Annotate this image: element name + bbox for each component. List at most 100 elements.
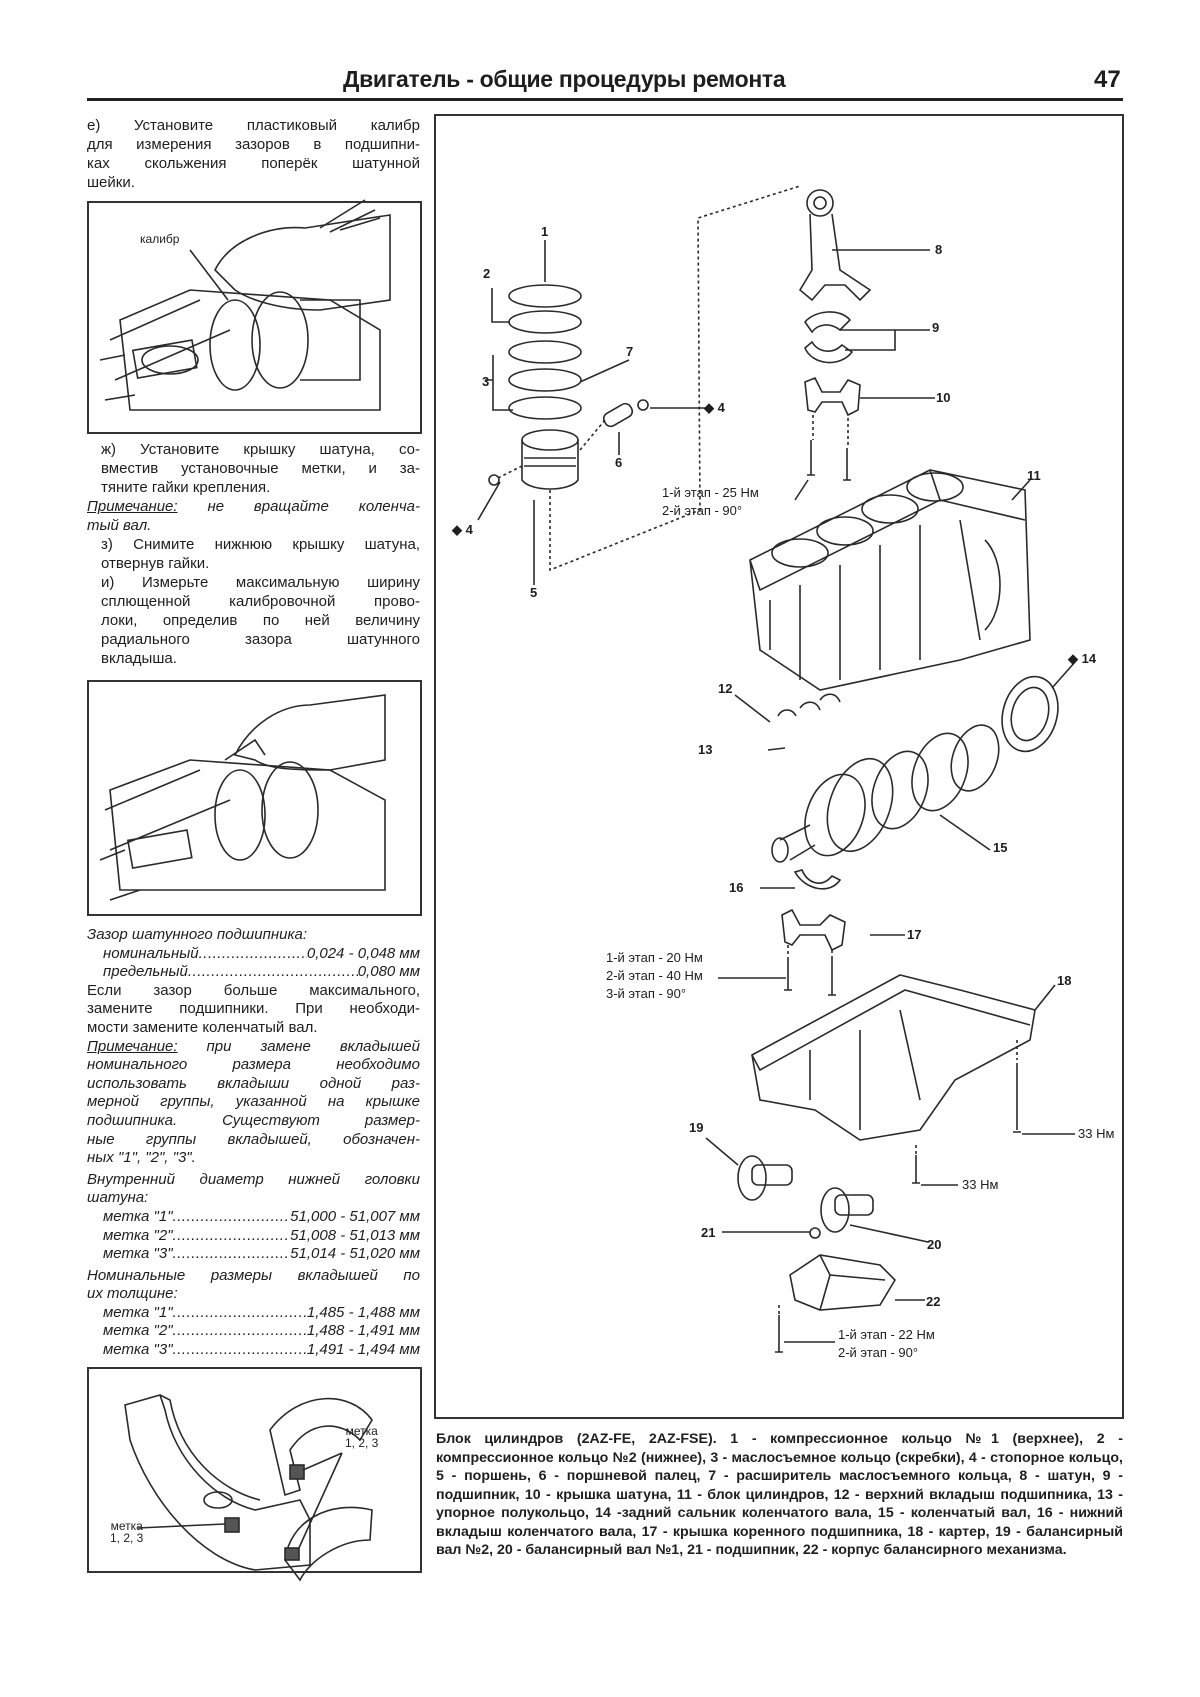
torque-main-bearing: 1-й этап - 20 Нм 2-й этап - 40 Нм 3-й эт… xyxy=(606,949,703,1003)
torque-conrod: 1-й этап - 25 Нм 2-й этап - 90° xyxy=(662,484,759,520)
spec-title: шатуна: xyxy=(87,1189,149,1207)
spec-row: метка "1" 51,000 - 51,007 мм xyxy=(87,1208,420,1227)
spec-row: метка "1"1,485 - 1,488 мм xyxy=(87,1304,420,1323)
torque-oil-pan-2: 33 Нм xyxy=(962,1177,999,1192)
callout-3: 3 xyxy=(482,374,490,389)
note-label: Примечание: xyxy=(87,1037,178,1055)
spec-row: номинальный 0,024 - 0,048 мм xyxy=(87,945,420,964)
callout-5: 5 xyxy=(530,585,538,600)
measure-illustration xyxy=(99,694,386,901)
spec-label: метка "2" xyxy=(103,1226,173,1244)
callout-11: 11 xyxy=(1027,468,1041,483)
text-line: ж) Установите крышку шатуна, со- xyxy=(101,441,420,458)
callout-7: 7 xyxy=(626,344,634,359)
text-line: Если зазор больше максимального, xyxy=(87,981,420,999)
exploded-diagram-frame xyxy=(434,114,1124,1419)
text-line: з) Снимите нижнюю крышку шатуна, xyxy=(101,536,420,553)
main-bearing-cap-assembly xyxy=(718,869,905,996)
balancer-assembly xyxy=(705,1137,929,1353)
callout-16: 16 xyxy=(729,880,744,895)
note-text: не вращайте коленча- xyxy=(207,498,420,515)
spec-row: метка "3"51,014 - 51,020 мм xyxy=(87,1245,420,1264)
callout-12: 12 xyxy=(718,681,733,696)
mark-label-line: метка xyxy=(345,1424,378,1438)
note-line: номинального размера необходимо xyxy=(87,1056,420,1074)
torque-line: 1-й этап - 20 Нм xyxy=(606,950,703,965)
torque-line: 1-й этап - 22 Нм xyxy=(838,1327,935,1342)
figure-measure-clearance xyxy=(87,680,422,916)
callout-15: 15 xyxy=(993,840,1008,855)
text-line: локи, определив по ней величину xyxy=(101,612,420,629)
note-line: Примечание: не вращайте коленча- xyxy=(87,497,420,516)
page-number: 47 xyxy=(1094,66,1121,93)
callout-4-left: ◆ 4 xyxy=(452,522,473,537)
spec-title: Внутренний диаметр нижней головки xyxy=(87,1170,420,1188)
bearing-shell-illustration xyxy=(124,1394,373,1582)
spec-label: метка "1" xyxy=(103,1207,173,1225)
text-line: ках скольжения поперёк шатунной xyxy=(87,155,420,172)
note-line: ных "1", "2", "3". xyxy=(87,1149,196,1167)
mark-label-line: 1, 2, 3 xyxy=(345,1436,379,1450)
callout-8: 8 xyxy=(935,242,943,257)
spec-row: метка "3"1,491 - 1,494 мм xyxy=(87,1341,420,1360)
torque-line: 3-й этап - 90° xyxy=(606,986,687,1001)
note-line: мерной группы, указанной на крышке xyxy=(87,1093,420,1111)
specifications-text: Зазор шатунного подшипника: номинальный 0… xyxy=(87,926,420,1360)
note-line: Примечание: при замене вкладышей xyxy=(87,1038,420,1057)
text-line: отвернув гайки. xyxy=(101,555,210,572)
spec-value: 51,008 - 51,013 мм xyxy=(290,1226,420,1244)
mark-label-left: метка 1, 2, 3 xyxy=(110,1520,143,1544)
spec-row: метка "2" 51,008 - 51,013 мм xyxy=(87,1227,420,1246)
spec-label: метка "3" xyxy=(103,1341,173,1359)
callout-14: ◆ 14 xyxy=(1068,651,1097,666)
callout-4-right: ◆ 4 xyxy=(704,400,725,415)
torque-line: 2-й этап - 90° xyxy=(838,1345,919,1360)
torque-line: 2-й этап - 90° xyxy=(662,503,743,518)
callout-6: 6 xyxy=(615,455,623,470)
callout-19: 19 xyxy=(689,1120,704,1135)
oil-pan-assembly xyxy=(751,974,1075,1186)
cylinder-block xyxy=(749,469,1031,691)
mark-label-line: метка xyxy=(110,1519,143,1533)
text-line: для измерения зазоров в подшипни- xyxy=(87,136,420,153)
figure-caption: Блок цилиндров (2AZ-FE, 2AZ-FSE). 1 - ко… xyxy=(436,1431,1123,1558)
callout-13: 13 xyxy=(698,742,713,757)
note-line: подшипника. Существуют размер- xyxy=(87,1111,420,1129)
spec-label: метка "2" xyxy=(103,1322,173,1340)
callout-21: 21 xyxy=(701,1225,716,1240)
text-line: радиального зазора шатунного xyxy=(101,631,420,648)
plastigage-illustration xyxy=(99,199,391,411)
crankshaft-assembly xyxy=(734,661,1076,863)
note-line: использовать вкладыши одной раз- xyxy=(87,1074,420,1092)
text-line: мости замените коленчатый вал. xyxy=(87,1018,318,1036)
spec-value: 1,488 - 1,491 мм xyxy=(306,1322,420,1340)
spec-value: 0,024 - 0,048 мм xyxy=(306,944,420,962)
header-rule xyxy=(87,98,1123,101)
mark-label-line: 1, 2, 3 xyxy=(110,1531,144,1545)
note-label: Примечание: xyxy=(87,498,178,515)
text-line: вместив установочные метки, и за- xyxy=(101,460,420,477)
connecting-rod-assembly xyxy=(794,189,935,501)
text-line: вкладыша. xyxy=(101,650,177,667)
spec-title: Зазор шатунного подшипника: xyxy=(87,926,308,943)
callout-10: 10 xyxy=(936,390,951,405)
spec-row: метка "2" 1,488 - 1,491 мм xyxy=(87,1322,420,1341)
spec-label: метка "1" xyxy=(103,1303,173,1321)
spec-value: 51,000 - 51,007 мм xyxy=(290,1207,420,1225)
text-line: замените подшипники. При необходи- xyxy=(87,1000,420,1018)
spec-label: метка "3" xyxy=(103,1245,173,1263)
callout-1: 1 xyxy=(541,224,549,239)
figure-bearing-marks xyxy=(87,1367,422,1573)
callout-9: 9 xyxy=(932,320,940,335)
torque-line: 2-й этап - 40 Нм xyxy=(606,968,703,983)
spec-label: номинальный xyxy=(103,944,199,962)
spec-row: предельный0,080 мм xyxy=(87,963,420,982)
callout-2: 2 xyxy=(483,266,491,281)
callout-20: 20 xyxy=(927,1237,942,1252)
spec-title: Номинальные размеры вкладышей по xyxy=(87,1266,420,1284)
note-text: при замене вкладышей xyxy=(206,1037,420,1055)
step-e-text: е) Установите пластиковый калибр для изм… xyxy=(87,116,420,192)
callout-22: 22 xyxy=(926,1294,941,1309)
text-line: сплющенной калибровочной прово- xyxy=(101,593,420,610)
